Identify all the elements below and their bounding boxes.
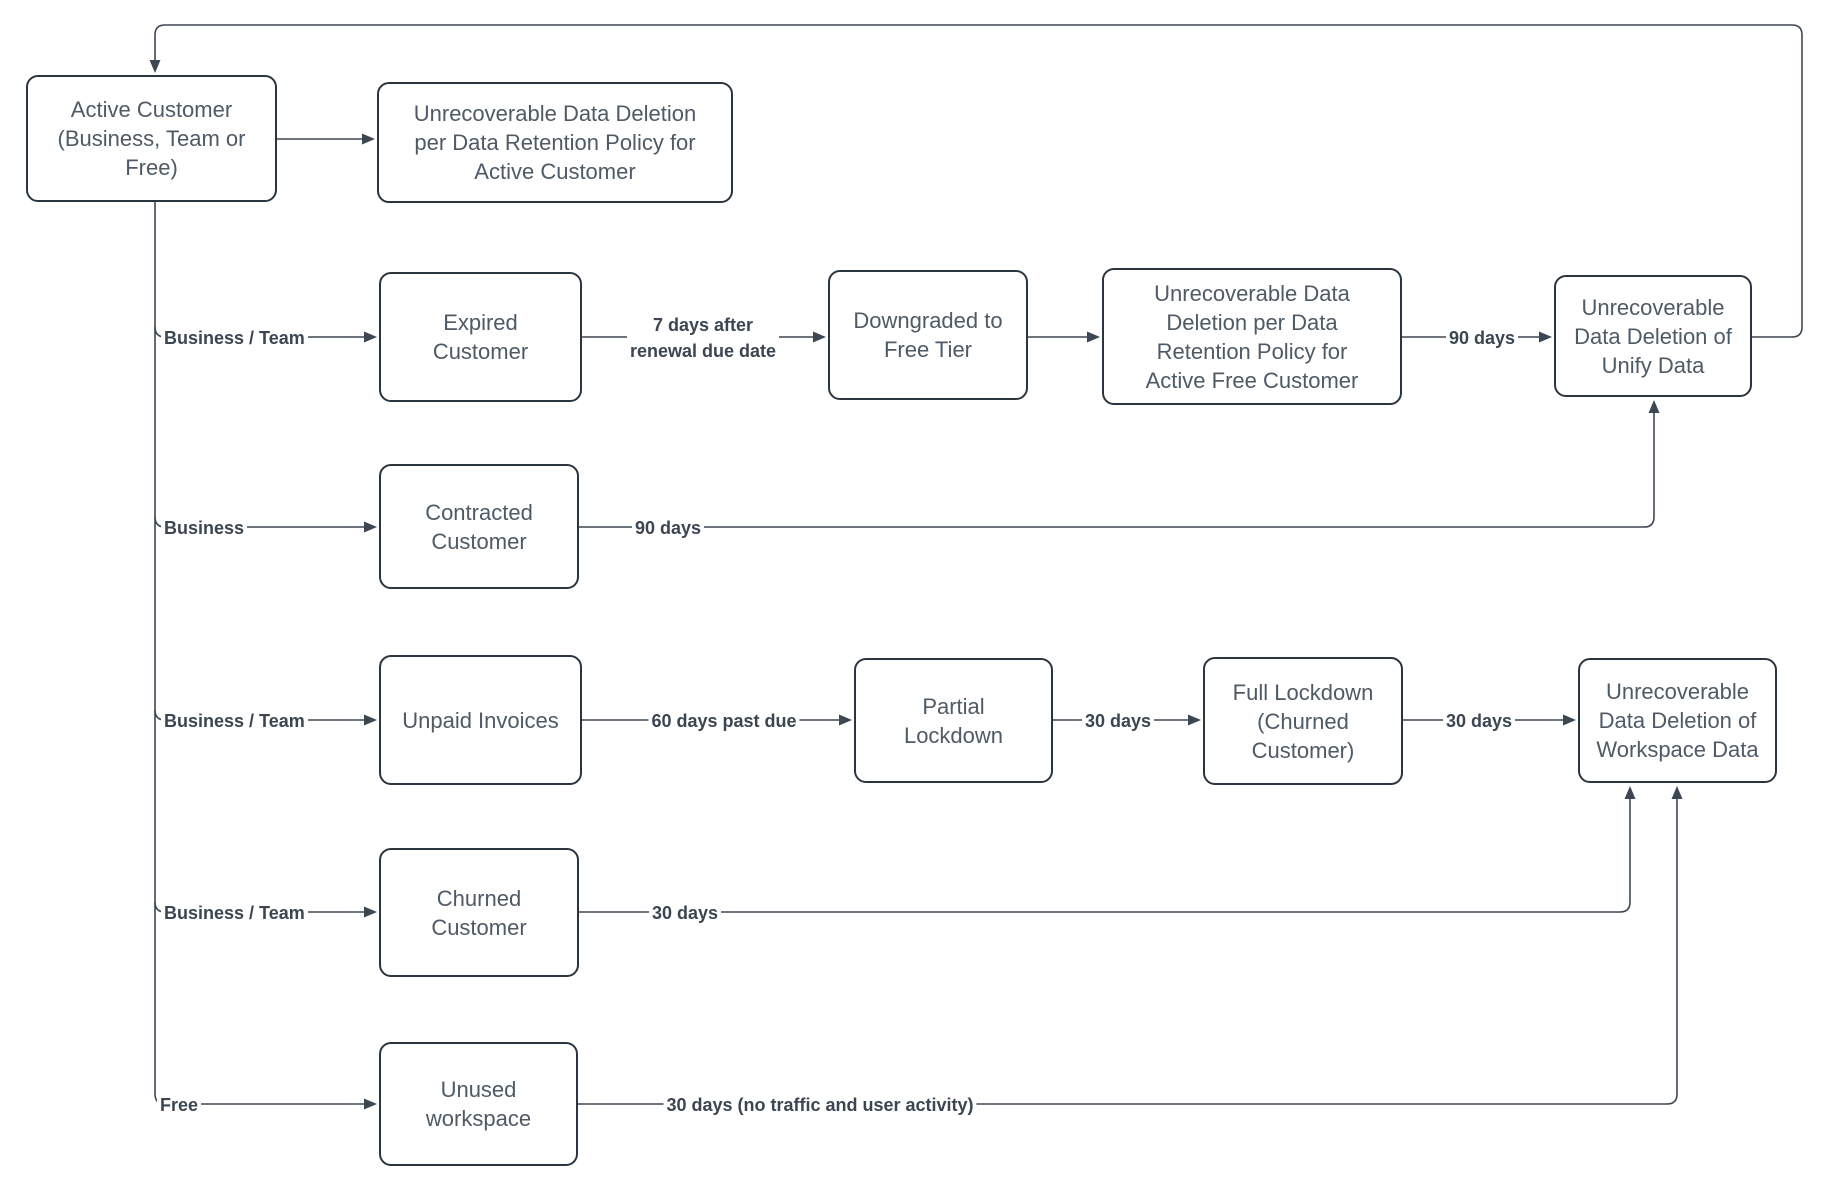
edge-label-60-days-past-due: 60 days past due <box>648 708 800 734</box>
edge-label-7-days-after-renewal: 7 days after renewal due date <box>626 312 780 364</box>
node-unrecoverable-deletion-active-free-customer: Unrecoverable Data Deletion per Data Ret… <box>1102 268 1402 405</box>
node-downgraded-free-tier: Downgraded to Free Tier <box>828 270 1028 400</box>
connector-churned-to-workspace-deletion <box>579 786 1636 913</box>
edge-label-90-days-unify: 90 days <box>1445 325 1519 351</box>
node-churned-customer: Churned Customer <box>379 848 579 977</box>
node-contracted-customer: Contracted Customer <box>379 464 579 589</box>
node-full-lockdown-churned: Full Lockdown (Churned Customer) <box>1203 657 1403 785</box>
edge-label-free-unused: Free <box>157 1092 202 1118</box>
edge-label-business-contracted: Business <box>161 515 248 541</box>
node-unrecoverable-deletion-workspace-data: Unrecoverable Data Deletion of Workspace… <box>1578 658 1777 783</box>
edge-label-business-team-churned: Business / Team <box>161 900 308 926</box>
edge-label-business-team-unpaid: Business / Team <box>161 708 308 734</box>
connector-unify-feedback-to-active <box>149 24 1803 338</box>
edge-label-90-days-contracted: 90 days <box>631 515 705 541</box>
edge-label-business-team-expired: Business / Team <box>161 325 308 351</box>
connector-contracted-to-unify <box>579 400 1660 528</box>
node-partial-lockdown: Partial Lockdown <box>854 658 1053 783</box>
node-expired-customer: Expired Customer <box>379 272 582 402</box>
edge-label-30-days-partial-full: 30 days <box>1081 708 1155 734</box>
connector-unused-to-workspace-deletion <box>578 786 1683 1105</box>
node-unused-workspace: Unused workspace <box>379 1042 578 1166</box>
node-unrecoverable-deletion-active-customer: Unrecoverable Data Deletion per Data Ret… <box>377 82 733 203</box>
edge-label-30-days-no-traffic: 30 days (no traffic and user activity) <box>663 1092 977 1118</box>
edge-label-30-days-churned: 30 days <box>648 900 722 926</box>
edge-label-30-days-full-workspace: 30 days <box>1442 708 1516 734</box>
node-unrecoverable-deletion-unify-data: Unrecoverable Data Deletion of Unify Dat… <box>1554 275 1752 397</box>
node-active-customer: Active Customer (Business, Team or Free) <box>26 75 277 202</box>
node-unpaid-invoices: Unpaid Invoices <box>379 655 582 785</box>
